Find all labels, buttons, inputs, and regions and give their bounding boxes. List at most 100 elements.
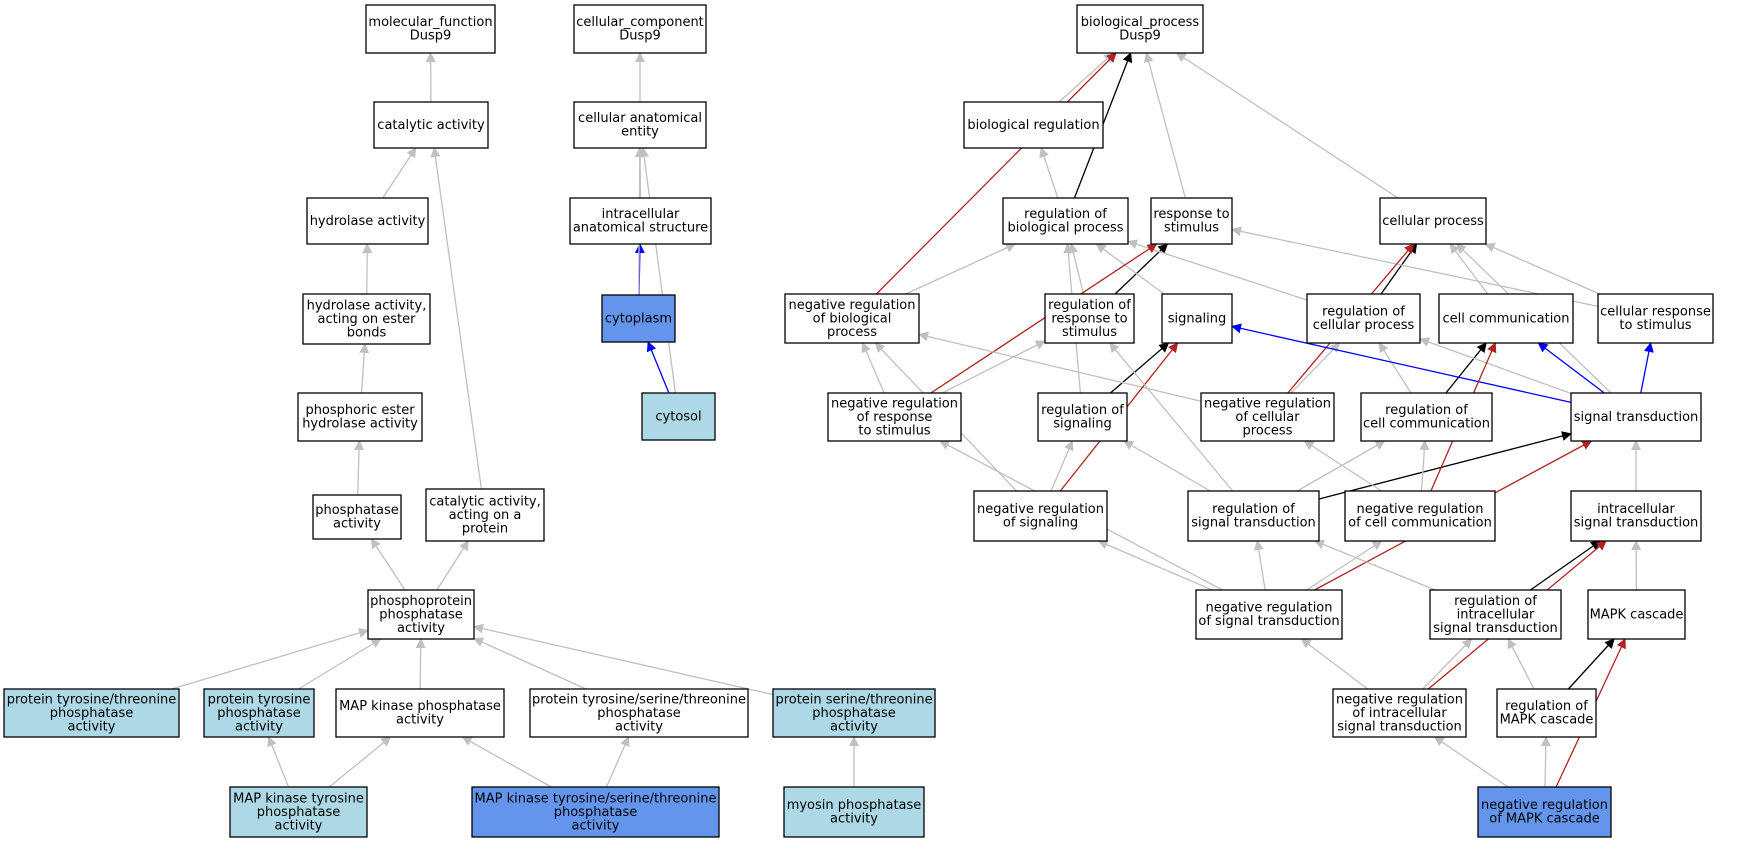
edge-is_a-mapk_tyr-to-ptyr (267, 736, 290, 788)
node-label: negative regulation (1204, 396, 1331, 411)
node-label: molecular_function (368, 15, 492, 30)
node-box (373, 101, 489, 149)
node-label: signaling (1053, 417, 1112, 432)
node-box (1037, 392, 1128, 442)
node-cytoplasm[interactable]: cytoplasm (601, 294, 676, 343)
node-label: acting on ester (318, 312, 417, 327)
node-bio_reg[interactable]: biological regulation (963, 101, 1104, 149)
node-label: activity (235, 719, 283, 734)
node-label: cytoplasm (605, 311, 672, 326)
node-label: hydrolase activity (310, 214, 426, 229)
edge-regulates-reg_intra_sig-to-intra_sig (1530, 540, 1602, 591)
edge-is_a-pser_thr-to-phosphoprot (473, 623, 774, 696)
node-label: cellular_component (576, 15, 704, 30)
node-box (1379, 197, 1487, 245)
node-label: protein serine/threonine (775, 692, 932, 707)
node-label: phosphatase (812, 706, 896, 721)
node-label: MAP kinase phosphatase (339, 699, 501, 714)
node-label: biological_process (1081, 15, 1200, 30)
node-label: signaling (1168, 311, 1227, 326)
node-label: regulation of (1505, 699, 1588, 714)
edge-is_a-neg_reg_mapk-to-neg_reg_intra (1433, 736, 1509, 788)
edge-is_a-sig_trans-to-reg_cell_proc (1419, 337, 1572, 395)
node-pser_thr[interactable]: protein serine/threoninephosphataseactiv… (772, 688, 936, 738)
node-hydrolase[interactable]: hydrolase activity (306, 197, 429, 245)
node-box (973, 490, 1108, 542)
node-mapk[interactable]: MAPK cascade (1587, 589, 1686, 640)
edge-layer (171, 52, 1654, 788)
node-label: regulation of (1385, 403, 1468, 418)
edge-is_a-phosphoprot-to-cat_protein (436, 540, 469, 591)
edge-is_a-signaling-to-reg_bio (1095, 243, 1165, 295)
node-box (1161, 293, 1233, 344)
node-label: negative regulation (831, 396, 958, 411)
node-cell_comm[interactable]: cell communication (1438, 293, 1574, 344)
edge-is_a-cytosol-to-cell_anat (639, 147, 677, 394)
node-ptyr_ser_thr[interactable]: protein tyrosine/serine/threoninephospha… (529, 688, 749, 738)
edge-regulates-reg_sig_trans-to-sig_trans (1318, 431, 1572, 500)
node-label: myosin phosphatase (787, 798, 922, 813)
node-label: cellular response (1600, 305, 1711, 320)
node-box (306, 197, 429, 245)
node-cytosol[interactable]: cytosol (641, 392, 716, 441)
edge-is_a-ptyr_thr-to-phosphoprot (171, 628, 369, 690)
edge-is_a-resp_stim-to-bp_root (1143, 52, 1186, 199)
node-box (573, 101, 707, 149)
node-label: negative regulation (977, 502, 1104, 517)
edge-is_a-phosphatase-to-phos_ester (354, 440, 365, 496)
node-label: biological regulation (967, 118, 1099, 133)
node-signaling[interactable]: signaling (1161, 293, 1233, 344)
node-ptyr_thr[interactable]: protein tyrosine/threoninephosphataseact… (3, 688, 180, 738)
node-catalytic[interactable]: catalytic activity (373, 101, 489, 149)
node-label: of response (857, 410, 933, 425)
node-label: MAPK cascade (1500, 713, 1594, 728)
edge-is_a-cat_protein-to-catalytic (430, 147, 483, 490)
node-label: signal transduction (1191, 516, 1316, 531)
node-box (365, 4, 496, 54)
node-sig_trans[interactable]: signal transduction (1570, 392, 1702, 442)
edge-is_a-neg_reg_cell_comm-to-reg_cell_comm (1419, 440, 1430, 492)
node-mapk_tyr_ser[interactable]: MAP kinase tyrosine/serine/threoninephos… (471, 786, 720, 838)
node-box (229, 786, 368, 838)
node-box (1002, 197, 1129, 245)
node-box (1587, 589, 1686, 640)
node-box (471, 786, 720, 838)
node-label: stimulus (1164, 221, 1219, 236)
node-label: activity (333, 517, 381, 532)
edge-is_a-mapk_tyr-to-mapk_phos (328, 736, 392, 788)
node-cell_proc[interactable]: cellular process (1379, 197, 1487, 245)
